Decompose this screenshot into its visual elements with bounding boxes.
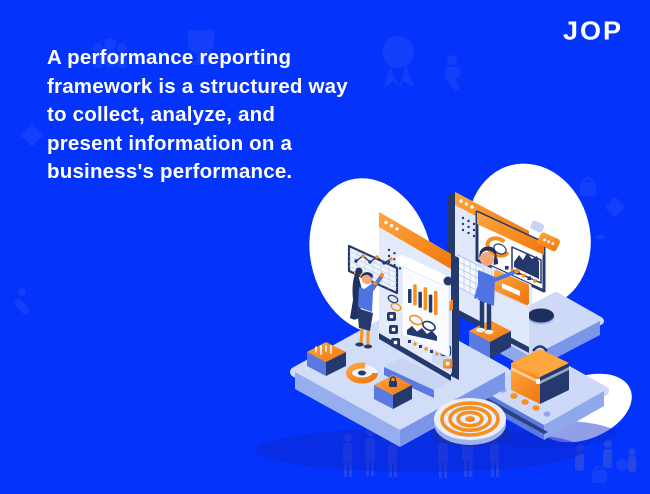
headline-line: framework is a structured way xyxy=(47,74,348,98)
platform-hole xyxy=(528,308,554,323)
checklist-icon xyxy=(387,294,402,347)
woman-figure xyxy=(350,267,385,349)
headline-line: present information on a xyxy=(47,131,293,155)
browser-dots-icon xyxy=(459,199,474,209)
background-doodles xyxy=(14,30,628,483)
headline-line: A performance reporting xyxy=(47,46,292,69)
dot-grid-icon xyxy=(461,216,476,238)
headline-text: A performance reporting framework is a s… xyxy=(47,44,348,187)
headline-line: to collect, analyze, and xyxy=(47,103,276,126)
lock-icon xyxy=(389,376,397,381)
donut-chart-icon xyxy=(485,236,511,258)
bar-chart-icon xyxy=(408,284,438,315)
speech-bubble-icon xyxy=(530,220,560,252)
browser-titlebar xyxy=(379,212,451,269)
area-chart-card xyxy=(511,246,542,284)
report-scroll xyxy=(384,253,453,398)
chart-box xyxy=(307,342,346,376)
donut-shape xyxy=(346,362,378,384)
lock-box xyxy=(374,375,412,409)
man-figure xyxy=(469,246,520,359)
brand-logo: JOP xyxy=(562,16,623,46)
dashboard-header xyxy=(477,212,544,255)
headline-line: business's performance. xyxy=(47,160,293,183)
target-bullseye-icon xyxy=(431,398,511,447)
right-slab xyxy=(478,345,609,440)
dots-row xyxy=(408,340,439,356)
dashboard-window xyxy=(475,210,546,293)
browser-dots-icon xyxy=(384,220,399,231)
briefcase-icon xyxy=(511,345,569,404)
line-chart-board xyxy=(347,244,399,295)
area-chart-icon xyxy=(407,326,437,341)
